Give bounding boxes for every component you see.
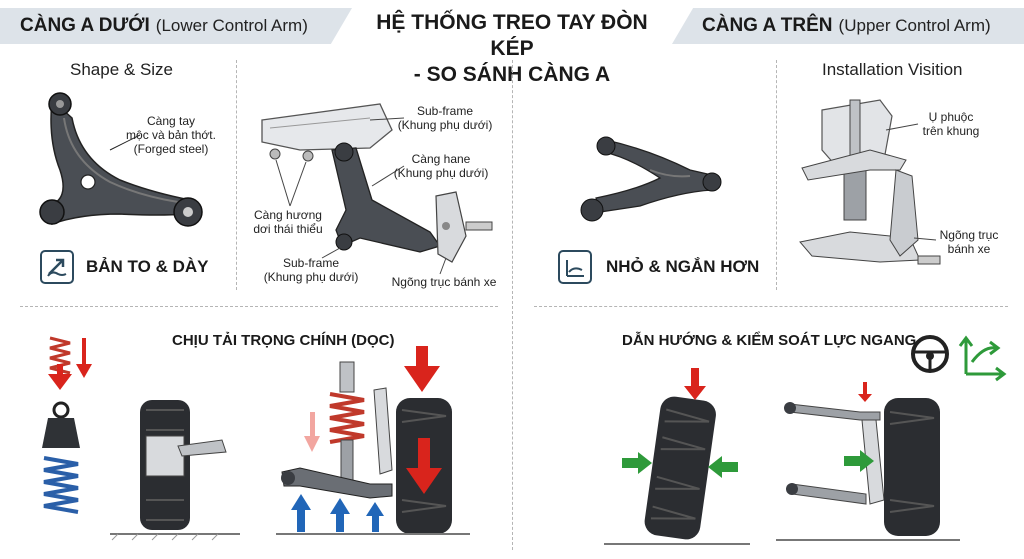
lower-arm-size-icon [40,250,74,284]
forged-note-line2: mộc và bản thớt. [126,128,216,142]
shock-mount-label: Ụ phuộc trên khung [916,110,986,138]
forged-steel-note: Càng tay mộc và bản thớt. (Forged steel) [116,114,226,156]
knuckle-upper-line2: bánh xe [947,242,991,256]
upper-arm-title: CÀNG A TRÊN [702,15,833,36]
lower-size-label: BẢN TO & DÀY [86,257,209,276]
lower-arm-banner: CÀNG A DƯỚI (Lower Control Arm) [0,8,352,44]
forged-note-line3: (Forged steel) [133,142,209,156]
lower-arm-title: CÀNG A DƯỚI [20,15,150,36]
divider-upper-top [776,60,777,290]
knuckle-label-upper: Ngõng trục bánh xe [934,228,1004,256]
upper-arm-subtitle: (Upper Control Arm) [838,16,991,35]
subframe-top-label: Sub-frame (Khung phụ dưới) [390,104,500,132]
knuckle-label-lower: Ngõng trục bánh xe [391,275,497,289]
forged-note-line1: Càng tay [146,114,196,128]
subframe-top-line1: Sub-frame [416,104,474,118]
huong-line1: Càng hương [254,208,322,222]
divider-center [512,60,513,550]
subframe-top-line2: (Khung phụ dưới) [397,118,493,132]
lateral-title: DẪN HƯỚNG & KIỂM SOÁT LỰC NGANG [622,332,917,349]
huong-line2: dơi thái thiểu [253,222,323,236]
rotation-axes-icon [958,335,1007,382]
upper-arm-banner: CÀNG A TRÊN (Upper Control Arm) [672,8,1024,44]
upper-arm-size-icon [558,250,592,284]
knuckle-upper-line1: Ngõng trục [939,228,999,242]
hane-line2: (Khung phụ dưới) [393,166,489,180]
divider-right-horizontal [534,306,1008,307]
shape-size-label: Shape & Size [70,60,174,79]
divider-lower-top [236,60,237,290]
upper-size-label: NHỎ & NGẮN HƠN [606,257,760,276]
installation-label: Installation Visition [822,60,963,79]
page-title-line1: HỆ THỐNG TREO TAY ĐÒN KÉP [376,11,648,60]
load-title: CHỊU TẢI TRỌNG CHÍNH (DỌC) [172,332,395,349]
subframe-bottom-label: Sub-frame (Khung phụ dưới) [256,256,366,284]
divider-left-horizontal [20,306,498,307]
lower-arm-subtitle: (Lower Control Arm) [155,16,308,35]
shock-line1: Ụ phuộc [928,110,974,124]
cang-huong-label: Càng hương dơi thái thiểu [238,208,338,236]
shock-line2: trên khung [922,124,980,138]
cang-hane-label: Càng hane (Khung phụ dưới) [386,152,496,180]
subframe-bottom-line1: Sub-frame [282,256,340,270]
subframe-bottom-line2: (Khung phụ dưới) [263,270,359,284]
hane-line1: Càng hane [411,152,471,166]
steering-wheel-icon [911,335,949,373]
